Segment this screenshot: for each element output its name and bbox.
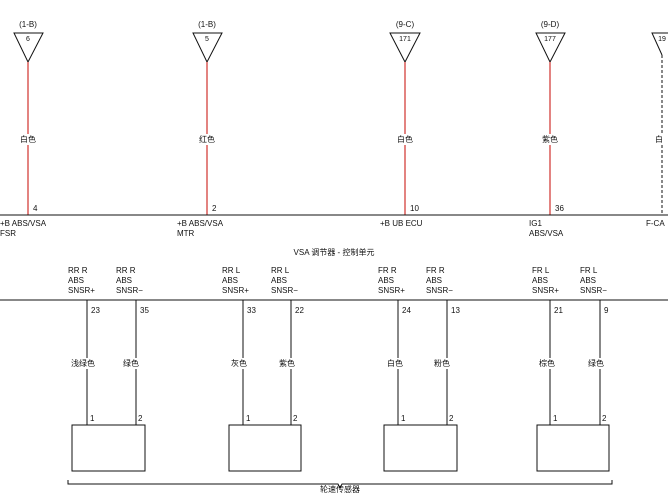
fuse-number: 19 (658, 36, 666, 43)
connector-pin: 2 (449, 414, 454, 423)
fuse-code: (1-B) (198, 20, 216, 29)
wire-color-label: 红色 (199, 134, 215, 145)
connector-pin: 2 (602, 414, 607, 423)
wire-color-label: 紫色 (542, 134, 558, 145)
wire-color-label: 浅绿色 (71, 358, 95, 369)
wire-color-label: 棕色 (539, 358, 555, 369)
fuse-code: (1-B) (19, 20, 37, 29)
pin-number: 36 (555, 204, 564, 213)
wire-color-label: 白 (655, 134, 663, 145)
sensor-box (536, 424, 610, 472)
fuse-triangle-partial (651, 32, 668, 215)
sensor-bracket (67, 480, 613, 490)
fuse-number: 177 (544, 36, 556, 43)
sensor-box (228, 424, 302, 472)
pin-number: 33 (247, 306, 256, 315)
fuse-code: (9-D) (540, 20, 560, 29)
fuse-triangle (13, 32, 44, 215)
wire-color-label: 绿色 (588, 358, 604, 369)
connector-pin: 1 (246, 414, 251, 423)
pin-number: 9 (604, 306, 609, 315)
pin-number: 23 (91, 306, 100, 315)
fuse-number: 6 (26, 36, 30, 43)
wire-color-label: 白色 (397, 134, 413, 145)
pin-number: 21 (554, 306, 563, 315)
wire-color-label: 灰色 (231, 358, 247, 369)
wire-color-label: 粉色 (434, 358, 450, 369)
wire-color-label: 白色 (387, 358, 403, 369)
pin-number: 35 (140, 306, 149, 315)
pin-number: 22 (295, 306, 304, 315)
pin-number: 24 (402, 306, 411, 315)
fuse-triangle (535, 32, 566, 215)
connector-pin: 1 (401, 414, 406, 423)
sensor-box (383, 424, 458, 472)
control-unit-title: VSA 调节器 - 控制单元 (293, 248, 375, 257)
fuse-number: 5 (205, 36, 209, 43)
terminal-label: +B UB ECU (380, 219, 423, 228)
sensors-group-label: 轮速传感器 (320, 485, 360, 493)
pin-number: 2 (212, 204, 217, 213)
sensor-wires (86, 300, 601, 425)
pin-number: 4 (33, 204, 38, 213)
sensor-box (71, 424, 146, 472)
connector-pin: 2 (293, 414, 298, 423)
connector-pin: 1 (553, 414, 558, 423)
wire-color-label: 绿色 (123, 358, 139, 369)
fuse-triangle (192, 32, 223, 215)
wire-color-label: 紫色 (279, 358, 295, 369)
fuse-number: 171 (399, 36, 411, 43)
fuse-code: (9-C) (395, 20, 415, 29)
terminal-label: F-CA (646, 219, 665, 228)
pin-number: 10 (410, 204, 419, 213)
wire-color-label: 白色 (20, 134, 36, 145)
connector-pin: 1 (90, 414, 95, 423)
pin-number: 13 (451, 306, 460, 315)
fuse-triangle (389, 32, 421, 215)
connector-pin: 2 (138, 414, 143, 423)
